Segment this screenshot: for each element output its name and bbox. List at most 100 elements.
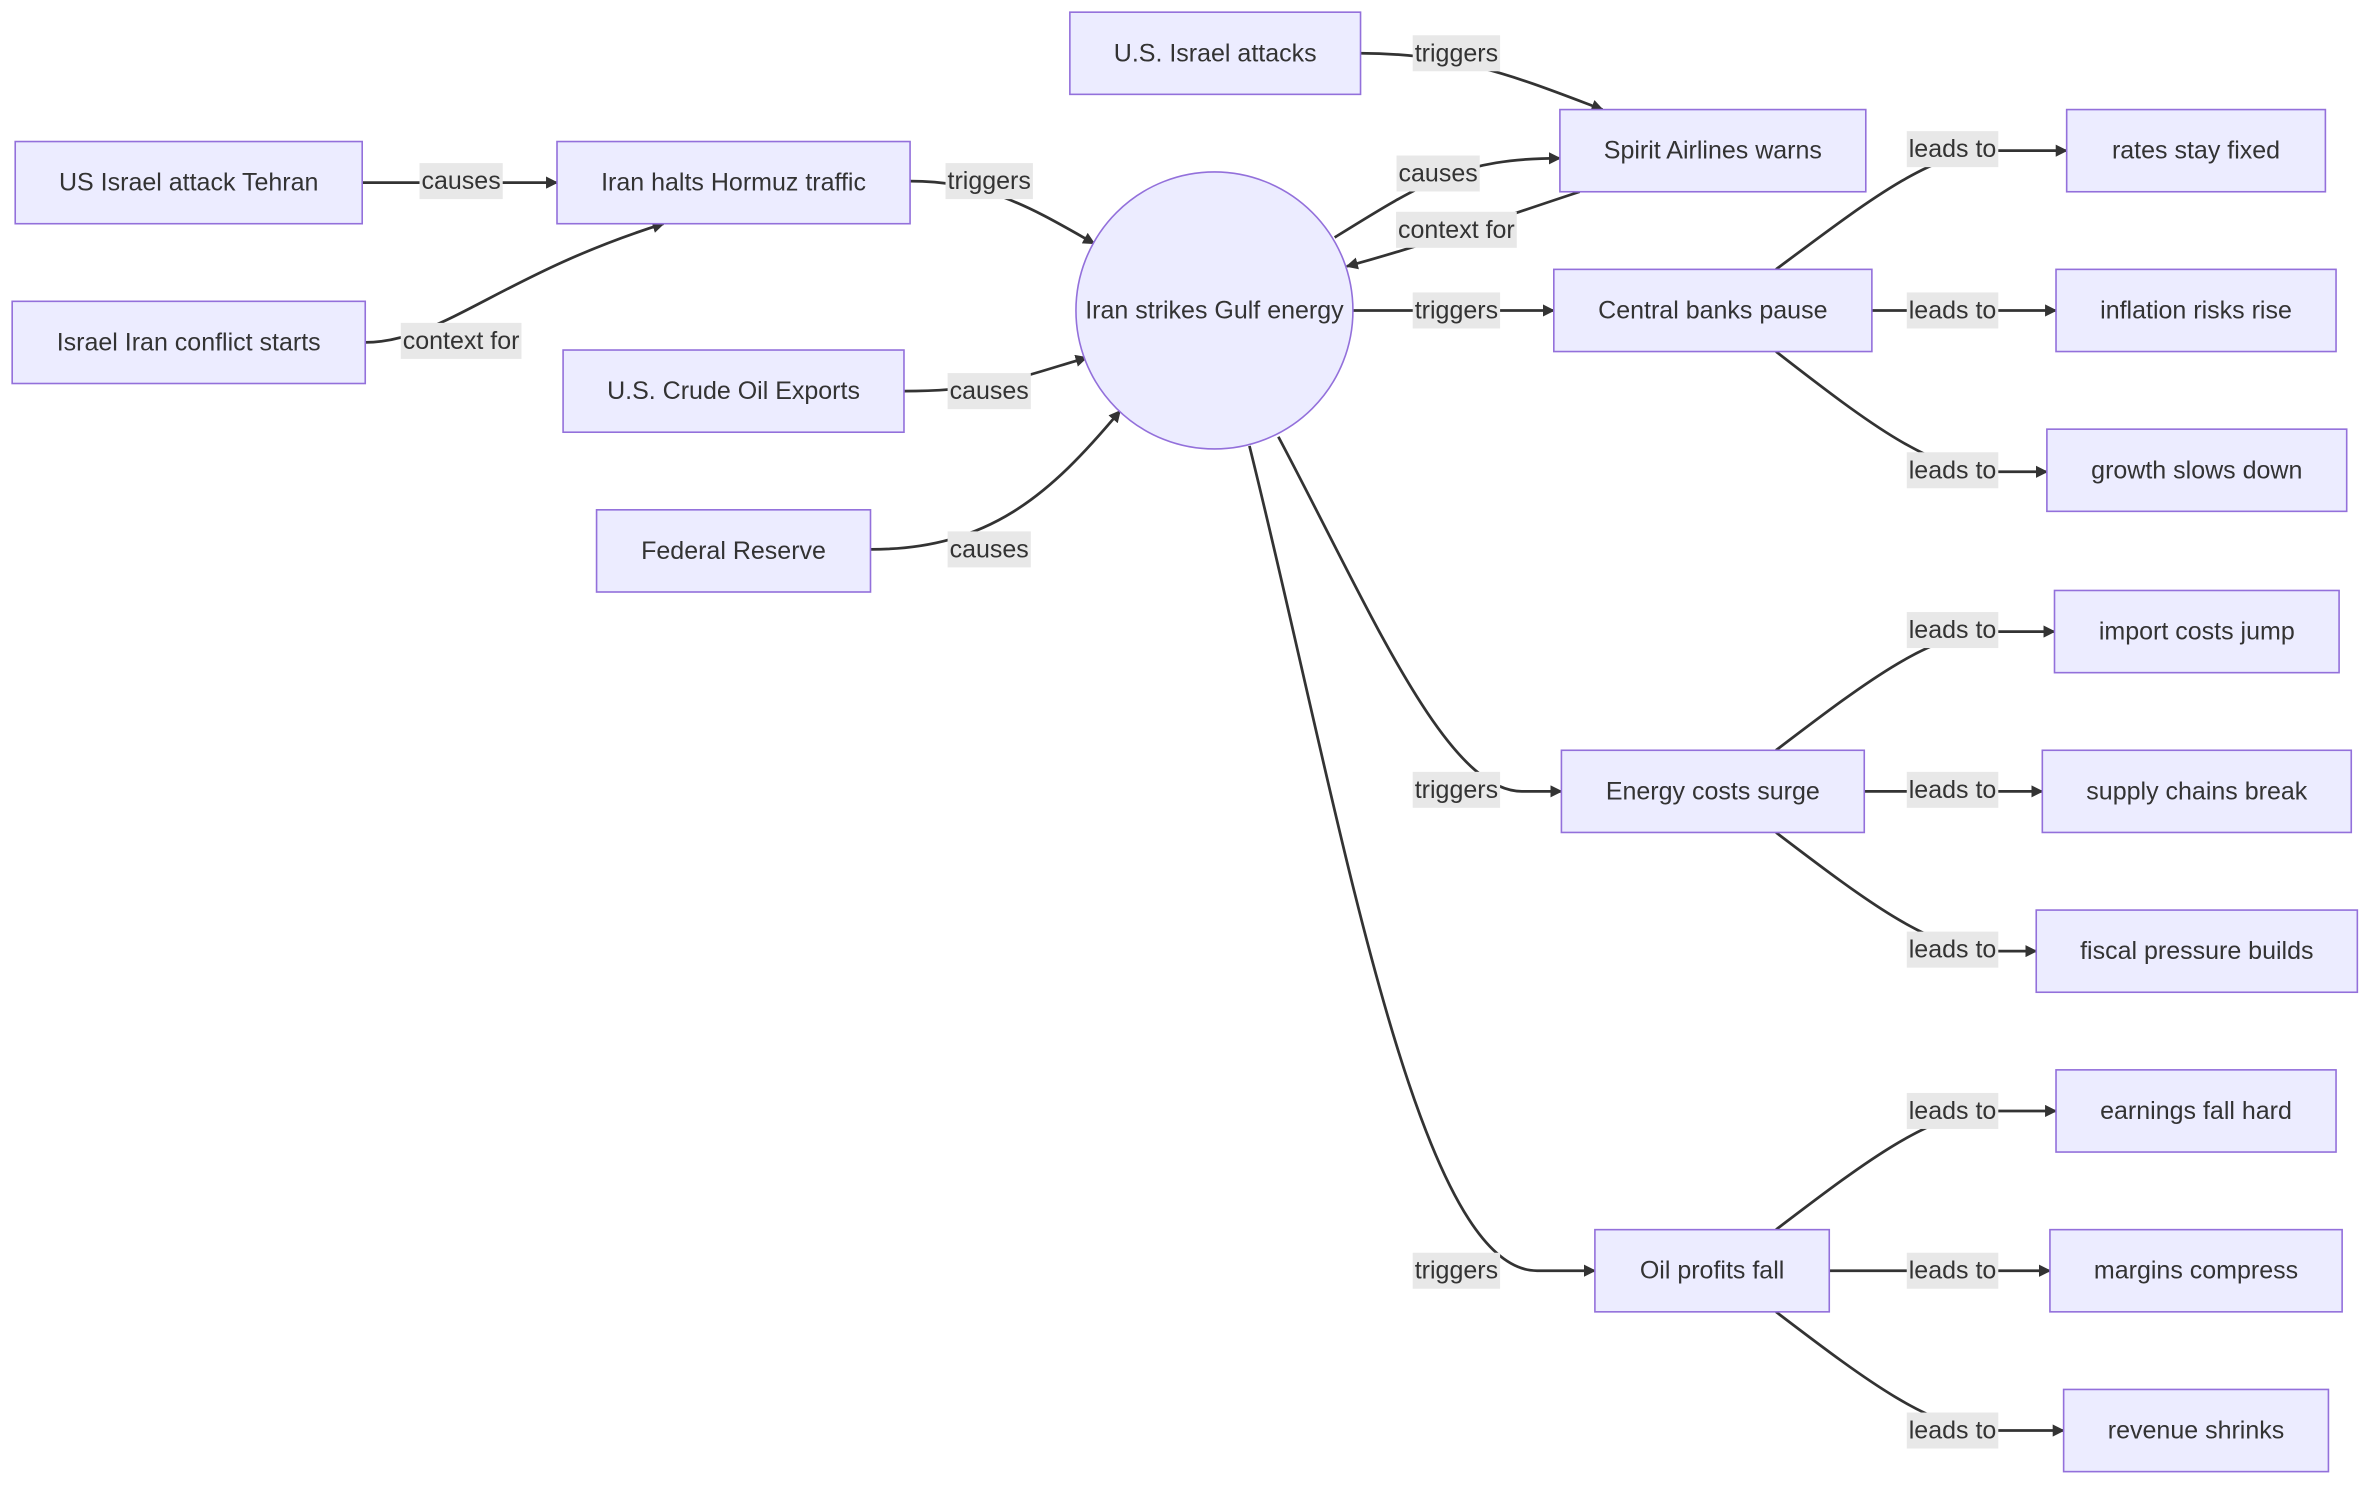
node-shape-rect [14, 140, 364, 225]
node-shape-rect [2046, 428, 2348, 513]
node-label: Energy costs surge [1606, 777, 1820, 805]
edge-label-e10: triggers [1412, 771, 1501, 808]
edge-iran_strikes_gulf-to-oil_profits_fall [1248, 445, 1597, 1277]
edge-label-text: leads to [1909, 936, 1997, 964]
edge-label-text: leads to [1909, 1097, 1997, 1125]
node-shape-rect [1559, 108, 1867, 193]
node-shape-rect [2055, 1069, 2337, 1153]
node-iran_halts_hormuz: Iran halts Hormuz traffic [556, 140, 911, 225]
edge-label-background [1412, 35, 1501, 72]
edge-label-text: triggers [1415, 776, 1498, 804]
node-us_israel_attack_tehran: US Israel attack Tehran [14, 140, 364, 225]
edge-label-e3: triggers [945, 163, 1033, 200]
node-earnings_fall_hard: earnings fall hard [2055, 1069, 2337, 1153]
node-label: U.S. Crude Oil Exports [607, 377, 860, 405]
node-inflation_risks_rise: inflation risks rise [2055, 268, 2337, 353]
edge-label-text: triggers [948, 167, 1031, 195]
edge-label-background [947, 373, 1031, 410]
node-rates_stay_fixed: rates stay fixed [2065, 108, 2327, 193]
node-import_costs_jump: import costs jump [2053, 589, 2340, 674]
edge-label-e14: leads to [1906, 452, 1999, 489]
edge-label-background [947, 531, 1031, 568]
node-label: inflation risks rise [2100, 296, 2292, 324]
node-label: fiscal pressure builds [2080, 937, 2313, 965]
edge-label-text: causes [950, 377, 1029, 405]
node-label: Spirit Airlines warns [1604, 137, 1822, 165]
node-label: supply chains break [2086, 777, 2307, 805]
node-shape-rect [562, 349, 905, 434]
node-shape-rect [556, 140, 911, 225]
edge-label-background [1396, 211, 1517, 248]
edge-label-background [1396, 155, 1480, 192]
node-shape-rect [1560, 749, 1866, 834]
node-supply_chains_break: supply chains break [2041, 749, 2353, 834]
edge-label-e8: context for [1396, 211, 1517, 248]
node-israel_iran_conflict: Israel Iran conflict starts [11, 300, 367, 385]
node-federal_reserve: Federal Reserve [595, 509, 872, 593]
edge-label-background [1412, 1252, 1501, 1289]
node-label: growth slows down [2091, 456, 2302, 484]
node-label: rates stay fixed [2112, 137, 2280, 165]
edge-label-e2: context for [400, 322, 522, 359]
edge-label-text: causes [422, 167, 501, 195]
edge-label-background [1906, 1252, 1999, 1289]
node-shape-rect [595, 509, 872, 593]
edge-label-e20: leads to [1906, 1412, 1999, 1449]
node-shape-rect [2055, 268, 2337, 353]
edge-label-background [1906, 612, 1999, 649]
edge-israel_iran_conflict-to-iran_halts_hormuz [365, 221, 665, 344]
edge-label-background [1412, 771, 1501, 808]
node-margins_compress: margins compress [2049, 1228, 2343, 1313]
edge-label-e17: leads to [1906, 931, 1999, 968]
edge-label-background [1906, 931, 1999, 968]
edge-label-e16: leads to [1906, 771, 1999, 808]
node-label: Iran strikes Gulf energy [1085, 296, 1344, 324]
node-spirit_airlines: Spirit Airlines warns [1559, 108, 1867, 193]
edge-iran_halts_hormuz-to-iran_strikes_gulf [910, 179, 1096, 245]
node-central_banks_pause: Central banks pause [1553, 268, 1873, 353]
node-shape-rect [2062, 1388, 2330, 1473]
edge-label-background [1906, 1412, 1999, 1449]
node-oil_profits_fall: Oil profits fall [1594, 1228, 1831, 1313]
node-label: revenue shrinks [2108, 1417, 2284, 1445]
node-shape-circle [1075, 171, 1354, 450]
node-label: US Israel attack Tehran [59, 169, 318, 197]
edge-label-e6: triggers [1412, 35, 1501, 72]
node-label: U.S. Israel attacks [1114, 39, 1317, 67]
node-label: Central banks pause [1598, 296, 1827, 324]
node-us_crude_exports: U.S. Crude Oil Exports [562, 349, 905, 434]
node-label: Iran halts Hormuz traffic [601, 169, 866, 197]
edge-label-e9: triggers [1412, 292, 1501, 329]
node-label: Israel Iran conflict starts [57, 328, 321, 356]
edge-label-text: context for [403, 327, 520, 355]
node-fiscal_pressure_builds: fiscal pressure builds [2035, 909, 2359, 994]
edge-label-text: triggers [1415, 39, 1498, 67]
node-shape-rect [1553, 268, 1873, 353]
edge-label-background [1412, 292, 1501, 329]
node-label: import costs jump [2099, 618, 2295, 646]
edge-label-text: leads to [1909, 456, 1997, 484]
node-us_israel_attacks: U.S. Israel attacks [1069, 11, 1362, 96]
edge-label-e19: leads to [1906, 1252, 1999, 1289]
edge-label-e5: causes [947, 531, 1031, 568]
node-shape-rect [11, 300, 367, 385]
edge-label-text: triggers [1415, 1257, 1498, 1285]
node-iran_strikes_gulf: Iran strikes Gulf energy [1075, 171, 1354, 450]
edge-label-background [400, 322, 522, 359]
node-shape-rect [1069, 11, 1362, 96]
edge-label-text: causes [1399, 159, 1478, 187]
node-shape-rect [2035, 909, 2359, 994]
edge-label-background [1906, 452, 1999, 489]
edge-label-e12: leads to [1906, 131, 1999, 168]
node-shape-rect [1594, 1228, 1831, 1313]
edge-label-e4: causes [947, 373, 1031, 410]
node-shape-rect [2049, 1228, 2343, 1313]
edge-label-e18: leads to [1906, 1092, 1999, 1129]
edge-label-text: context for [1398, 216, 1515, 244]
edge-label-e13: leads to [1906, 292, 1999, 329]
edge-label-background [945, 163, 1033, 200]
node-label: earnings fall hard [2100, 1097, 2292, 1125]
edge-label-text: leads to [1909, 296, 1997, 324]
